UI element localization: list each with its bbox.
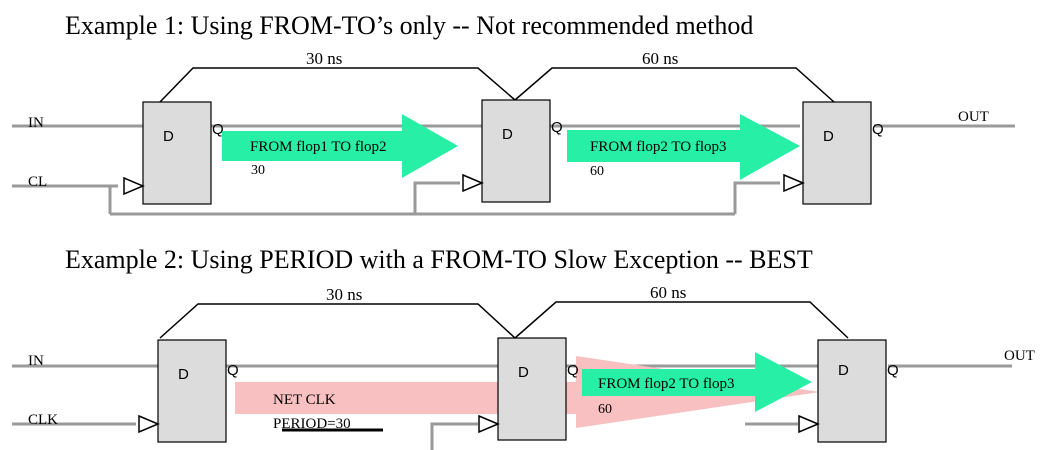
arrow-value: 60 xyxy=(598,402,612,417)
flop-1-d: D xyxy=(178,366,189,383)
flop-2-body xyxy=(497,337,567,441)
example-2-title: Example 2: Using PERIOD with a FROM-TO S… xyxy=(65,245,813,274)
wires-2 xyxy=(12,364,1012,450)
timing-bracket-30ns xyxy=(159,303,516,339)
arrow-2-label: FROM flop2 TO flop3 xyxy=(590,139,727,155)
timing-bracket-30ns xyxy=(159,67,516,103)
flop-2-d: D xyxy=(502,126,513,143)
period-label-line1: NET CLK xyxy=(273,392,336,408)
flop-3-body xyxy=(802,101,872,205)
arrow-1-value: 30 xyxy=(251,163,265,178)
arrow-2-value: 60 xyxy=(590,164,604,179)
arrow-1-label: FROM flop1 TO flop2 xyxy=(250,139,387,155)
flop-3: D Q xyxy=(783,101,884,205)
flop-3-body xyxy=(817,339,887,443)
flop-2: D Q xyxy=(478,337,579,441)
timing-bracket-60ns xyxy=(514,67,835,103)
io-label-out: OUT xyxy=(1004,348,1035,364)
io-label-in: IN xyxy=(28,353,44,369)
flop-2-d: D xyxy=(518,364,529,381)
flop-2-clock-triangle xyxy=(462,173,484,193)
flop-3-q: Q xyxy=(887,362,899,379)
timing-label-60ns: 60 ns xyxy=(650,283,686,302)
flop-1-q: Q xyxy=(227,362,239,379)
flop-1-body xyxy=(157,339,227,443)
timing-label-60ns: 60 ns xyxy=(642,49,678,68)
flop-2-body xyxy=(481,99,551,203)
flop-2-clock-triangle xyxy=(478,414,500,434)
example-1: Example 1: Using FROM-TO’s only -- Not r… xyxy=(12,11,1015,216)
from-to-arrow xyxy=(582,352,812,412)
example-2: Example 2: Using PERIOD with a FROM-TO S… xyxy=(12,245,1035,450)
flop-3: D Q xyxy=(798,339,899,443)
flop-1-body xyxy=(142,101,212,205)
io-label-out: OUT xyxy=(958,109,989,125)
flop-1-clock-triangle xyxy=(123,176,145,196)
period-label-line2: PERIOD=30 xyxy=(273,416,351,432)
timing-label-30ns: 30 ns xyxy=(326,285,362,304)
clock-tap-2 xyxy=(430,422,478,450)
io-label-clock: CLK xyxy=(28,412,58,428)
flop-1: D Q xyxy=(123,101,224,205)
flop-1-d: D xyxy=(163,128,174,145)
flop-1-clock-triangle xyxy=(138,414,160,434)
from-to-arrow-2 xyxy=(567,114,800,180)
timing-bracket-60ns xyxy=(514,301,849,339)
example-1-title: Example 1: Using FROM-TO’s only -- Not r… xyxy=(65,11,753,40)
flop-3-clock-triangle xyxy=(798,414,820,434)
from-to-arrow-1 xyxy=(222,114,458,178)
clock-tap-2 xyxy=(413,181,460,214)
flop-3-clock-triangle xyxy=(783,173,805,193)
flop-3-q: Q xyxy=(872,121,884,138)
flop-2-q: Q xyxy=(551,119,563,136)
flop-3-d: D xyxy=(838,362,849,379)
io-label-in: IN xyxy=(28,115,44,131)
flop-1: D Q xyxy=(138,339,239,443)
clock-tap-3 xyxy=(733,181,780,214)
arrow-label: FROM flop2 TO flop3 xyxy=(598,376,735,392)
flop-1-q: Q xyxy=(212,121,224,138)
flop-2-q: Q xyxy=(567,362,579,379)
flop-2: D Q xyxy=(462,99,563,203)
io-label-clock: CL xyxy=(28,174,47,190)
flop-3-d: D xyxy=(823,128,834,145)
timing-label-30ns: 30 ns xyxy=(306,49,342,68)
